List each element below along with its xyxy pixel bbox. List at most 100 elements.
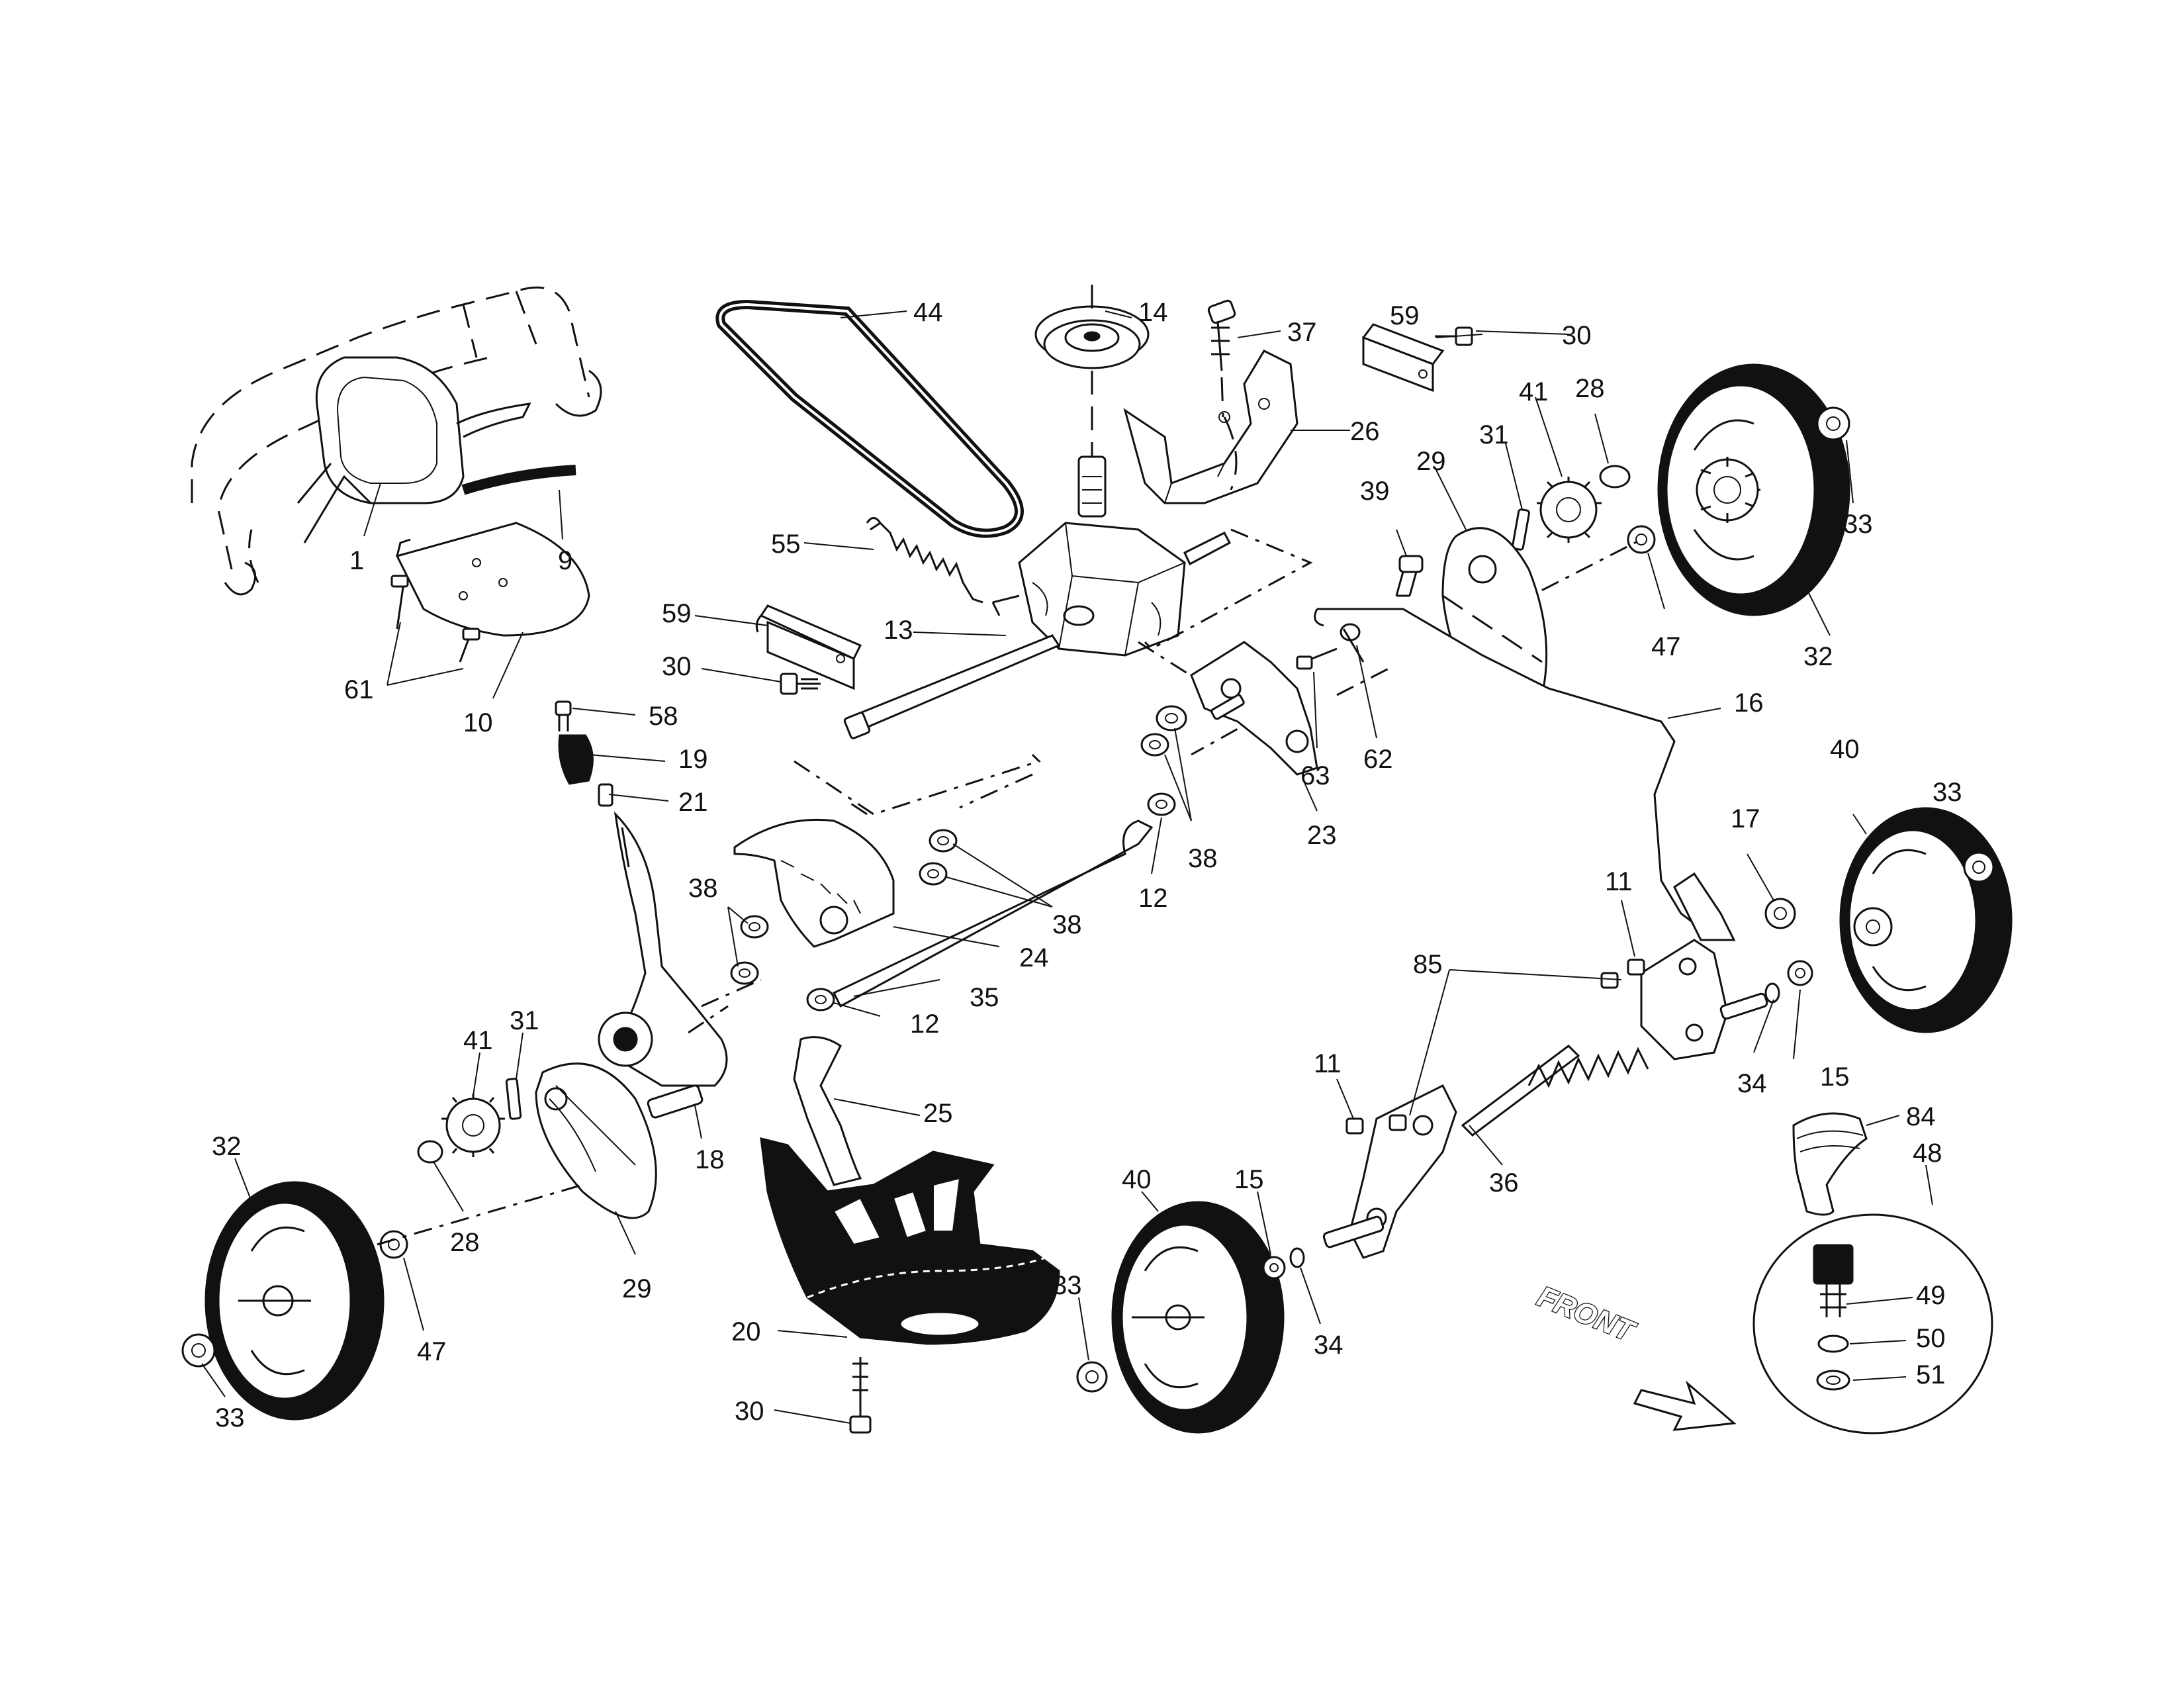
- callout-33c: 33: [215, 1403, 245, 1432]
- callout-49: 49: [1916, 1281, 1946, 1310]
- callout-18: 18: [695, 1145, 725, 1174]
- callout-12a: 12: [1138, 884, 1168, 913]
- callout-34b: 34: [1314, 1331, 1343, 1360]
- leader-lines: [201, 310, 1970, 1424]
- callout-19: 19: [678, 745, 708, 774]
- mounting-plate-icon: [395, 522, 590, 637]
- callout-58: 58: [649, 702, 678, 731]
- height-adjust-lever-16: [1314, 608, 1736, 941]
- callout-11b: 11: [1314, 1049, 1342, 1078]
- front-label: FRONT: [1533, 1280, 1640, 1348]
- deflector-20: [760, 1137, 1060, 1345]
- callout-55: 55: [771, 530, 801, 559]
- callout-38c: 38: [688, 874, 718, 903]
- height-lever-left: [598, 811, 762, 1119]
- callout-41a: 41: [1519, 377, 1549, 406]
- bolt-icon: [1207, 299, 1236, 418]
- gear-icon: [441, 1094, 505, 1157]
- cable-icon: [461, 465, 576, 495]
- bracket-59-left: [755, 604, 862, 690]
- pin-31-left: [505, 1078, 522, 1120]
- callout-33b: 33: [1933, 778, 1962, 807]
- callout-26: 26: [1350, 417, 1380, 446]
- retaining-ring-28-right: [1599, 465, 1631, 489]
- callout-59b: 59: [662, 599, 692, 628]
- callout-30c: 30: [735, 1397, 764, 1426]
- retaining-ring-28-left: [417, 1140, 443, 1164]
- callout-13: 13: [884, 616, 913, 645]
- washer-15-right: [1764, 960, 1813, 1004]
- callout-30b: 30: [662, 652, 692, 681]
- bolt-icon: [1345, 959, 1645, 1135]
- arrow-right-icon: FRONT: [1532, 1280, 1737, 1431]
- detail-circle-48: [1752, 1213, 1993, 1434]
- callout-30a: 30: [1562, 321, 1592, 350]
- callout-85: 85: [1413, 950, 1443, 979]
- washer-47-right: [1627, 525, 1656, 554]
- callout-40b: 40: [1122, 1165, 1152, 1194]
- callout-21: 21: [678, 788, 708, 817]
- callout-28b: 28: [450, 1228, 480, 1257]
- wheel-icon: [1657, 363, 1850, 616]
- handle-assembly: [191, 286, 602, 596]
- bolt-icon: [1395, 555, 1424, 597]
- bracket-25: [793, 1036, 862, 1186]
- callout-50: 50: [1916, 1324, 1946, 1353]
- front-axle-36: [1322, 1045, 1580, 1259]
- callout-31a: 31: [1479, 420, 1509, 449]
- callout-38b: 38: [1052, 910, 1082, 939]
- callout-35: 35: [970, 983, 999, 1012]
- pin-31-right: [1512, 508, 1530, 551]
- baffle-24: [733, 818, 895, 948]
- callout-44: 44: [913, 298, 943, 327]
- nut-icon: [1816, 406, 1850, 441]
- axle-rod: [832, 820, 1154, 1008]
- callout-33d: 33: [1052, 1271, 1082, 1300]
- callout-36: 36: [1489, 1168, 1519, 1197]
- wheel-icon: [205, 1181, 385, 1421]
- callout-63: 63: [1300, 761, 1330, 790]
- callout-34a: 34: [1737, 1069, 1767, 1098]
- callout-16: 16: [1734, 688, 1764, 718]
- washer-15-front: [1262, 1247, 1305, 1280]
- callout-32b: 32: [212, 1132, 242, 1161]
- callout-40a: 40: [1830, 735, 1860, 764]
- callout-47b: 47: [417, 1337, 447, 1366]
- callout-38a: 38: [1188, 844, 1218, 873]
- nut-icon: [730, 829, 958, 1011]
- bolt-icon: [780, 673, 821, 695]
- wheel-icon: [1111, 1201, 1285, 1434]
- callout-31b: 31: [510, 1006, 539, 1035]
- callout-59a: 59: [1390, 301, 1420, 330]
- callout-51: 51: [1916, 1360, 1946, 1389]
- callout-29b: 29: [622, 1274, 652, 1303]
- bushing-84: [1792, 1112, 1868, 1216]
- callout-10: 10: [463, 708, 493, 737]
- callout-12b: 12: [910, 1009, 940, 1039]
- wheel-plate-29-left: [535, 1062, 657, 1219]
- bolt-icon: [1296, 623, 1365, 670]
- callout-20: 20: [731, 1317, 761, 1346]
- spring-icon: [1527, 1047, 1649, 1088]
- callout-17: 17: [1731, 804, 1760, 833]
- callout-62: 62: [1363, 745, 1393, 774]
- callout-15b: 15: [1234, 1165, 1264, 1194]
- bolt-icon: [390, 575, 480, 663]
- gear-icon: [1537, 477, 1602, 543]
- nut-icon: [1140, 705, 1187, 816]
- callout-29a: 29: [1416, 447, 1446, 476]
- control-housing-icon: [296, 356, 531, 543]
- callout-15a: 15: [1820, 1062, 1850, 1092]
- callout-32a: 32: [1803, 642, 1833, 671]
- callout-84: 84: [1906, 1102, 1936, 1131]
- pulley-icon: [1034, 285, 1150, 457]
- callout-25: 25: [923, 1099, 953, 1128]
- wheel-icon: [1839, 807, 2013, 1033]
- bolt-icon: [849, 1357, 872, 1434]
- nut-icon: [1764, 851, 1995, 929]
- callout-24: 24: [1019, 943, 1049, 972]
- callout-23: 23: [1307, 821, 1337, 850]
- callout-labels: 1 9 10 61 44 14 37 26 59 30 55 59 13 30 …: [212, 298, 1962, 1432]
- callout-28a: 28: [1575, 374, 1605, 403]
- bracket-85-right: [1640, 939, 1768, 1060]
